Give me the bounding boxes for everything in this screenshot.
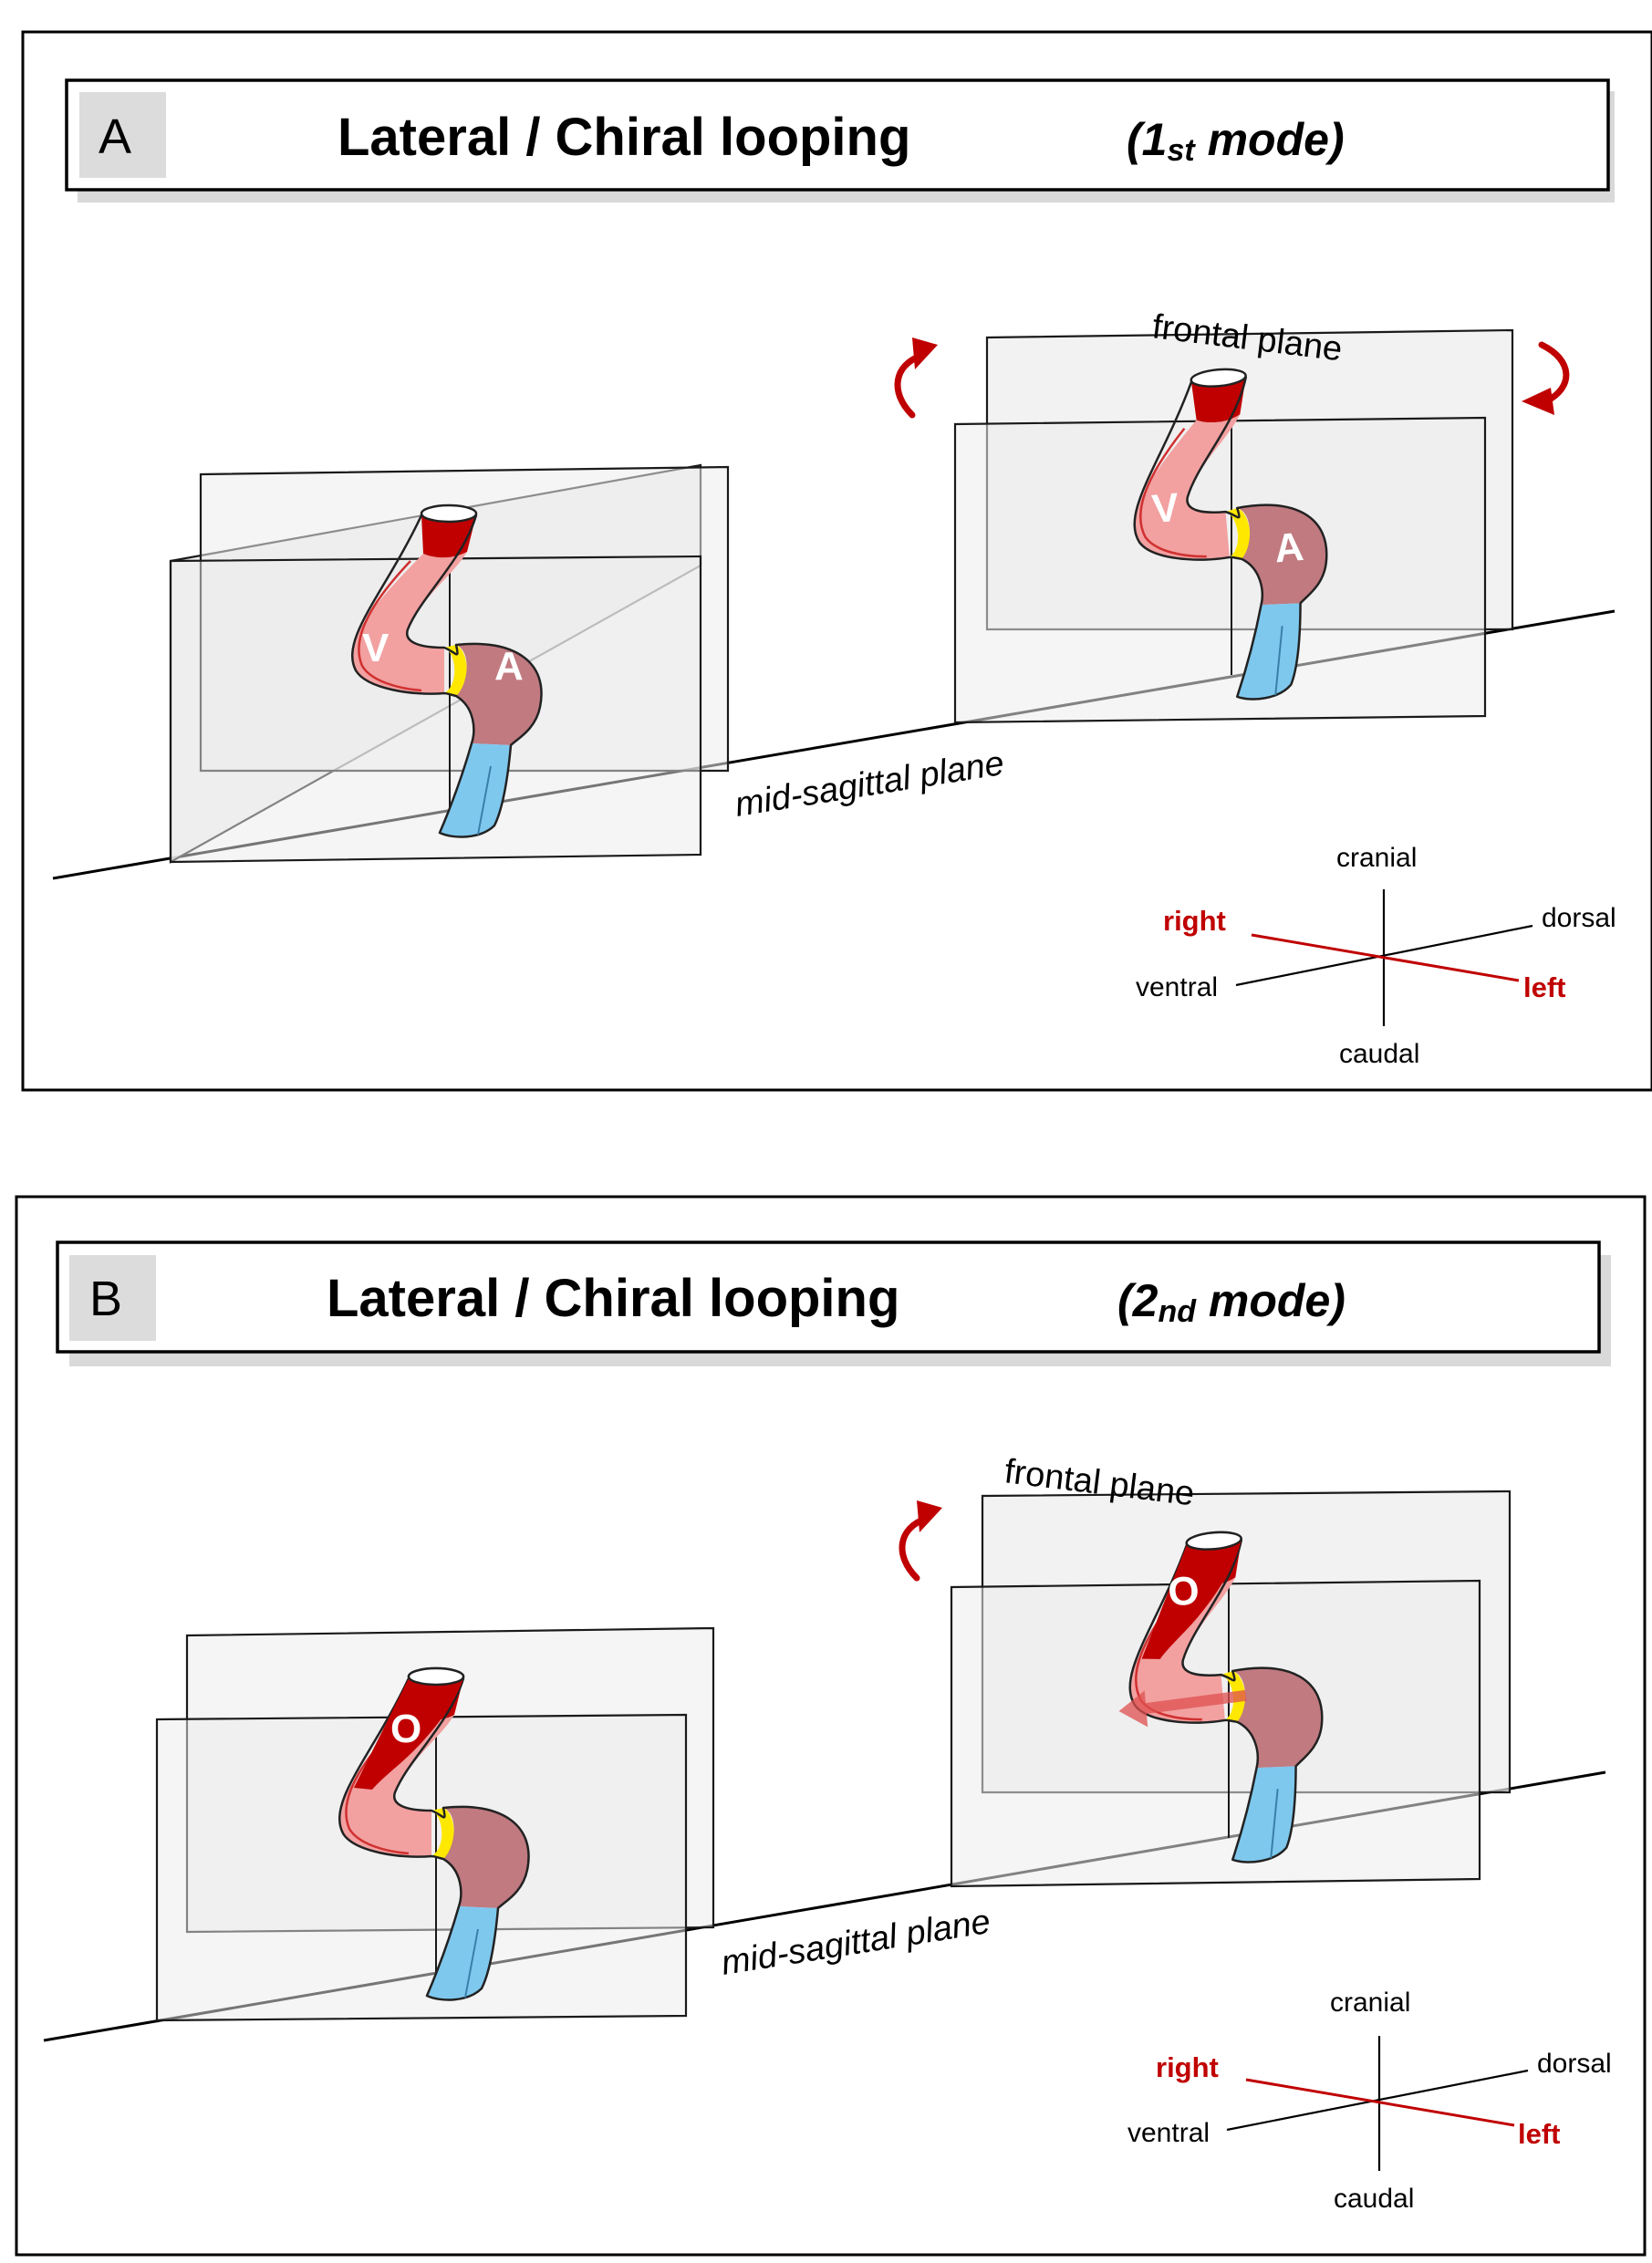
- panel-a-letter-box: [79, 92, 166, 178]
- panel-b-label-right: right: [1156, 2051, 1219, 2083]
- panel-b-label-left: left: [1518, 2118, 1561, 2150]
- panel-a-title: Lateral / Chiral looping: [338, 108, 910, 167]
- panel-a-label-ventral: ventral: [1136, 972, 1218, 1002]
- panel-a-label-left: left: [1523, 971, 1566, 1003]
- panel-a-ventral-dorsal-axis: [1235, 924, 1533, 987]
- panel-a-label-caudal: caudal: [1339, 1039, 1419, 1069]
- panel-a-left-label-a: A: [494, 644, 524, 689]
- panel-b-label-ventral: ventral: [1127, 2118, 1210, 2148]
- panel-a-label-cranial: cranial: [1336, 843, 1417, 873]
- counter-rotation-left-arrow-icon: [894, 337, 938, 419]
- panel-a-right-frontal-plane: [953, 416, 1487, 724]
- panel-a-left-heart-tube: V A: [350, 503, 543, 838]
- panel-b-right-label-o: O: [1166, 1568, 1200, 1615]
- panel-a-mode: (1st mode): [1127, 114, 1345, 168]
- panel-a-label-right: right: [1163, 905, 1226, 937]
- panel-b-letter-box: [69, 1255, 156, 1341]
- panel-b-label-caudal: caudal: [1334, 2184, 1414, 2214]
- panel-a-letter: A: [99, 109, 131, 164]
- panel-b: B Lateral / Chiral looping (2nd mode) O …: [15, 1195, 1647, 2257]
- panel-b-left-frontal-plane: [155, 1713, 688, 2022]
- panel-b-title-box: [56, 1240, 1601, 1354]
- panel-b-ventral-dorsal-axis: [1226, 2069, 1529, 2132]
- panel-b-label-cranial: cranial: [1330, 1988, 1410, 2018]
- panel-a-label-dorsal: dorsal: [1542, 903, 1616, 933]
- counter-rotation-left-arrow-icon: [899, 1500, 942, 1582]
- panel-b-right-frontal-plane: [950, 1579, 1481, 1888]
- panel-b-title: Lateral / Chiral looping: [327, 1269, 899, 1328]
- panel-a: A Lateral / Chiral looping (1st mode) V …: [21, 30, 1652, 1092]
- panel-a-right-label-v: V: [1150, 485, 1181, 532]
- panel-a-left-frontal-plane: [169, 555, 702, 864]
- panel-b-label-dorsal: dorsal: [1537, 2049, 1612, 2079]
- flow-direction-arrow-icon: [1118, 1689, 1247, 1728]
- panel-a-orientation-compass: cranial caudal dorsal ventral right left: [1136, 843, 1616, 1069]
- panel-a-title-box: [65, 78, 1610, 192]
- panel-b-right-heart-tube: O: [1116, 1523, 1335, 1873]
- panel-b-right-left-axis: [1245, 2078, 1515, 2127]
- panel-b-mode: (2nd mode): [1117, 1275, 1345, 1329]
- panel-b-left-heart-tube: O: [338, 1666, 530, 2001]
- panel-b-left-label-o: O: [390, 1707, 421, 1751]
- panel-a-left-label-v: V: [362, 626, 390, 670]
- panel-b-letter: B: [89, 1272, 122, 1326]
- panel-a-right-label-a: A: [1273, 524, 1305, 572]
- panel-a-right-left-axis: [1251, 933, 1520, 982]
- panel-a-right-heart-tube: V A: [1120, 360, 1340, 710]
- panel-b-orientation-compass: cranial caudal dorsal ventral right left: [1127, 1988, 1612, 2214]
- rotation-right-arrow-icon: [1522, 341, 1570, 415]
